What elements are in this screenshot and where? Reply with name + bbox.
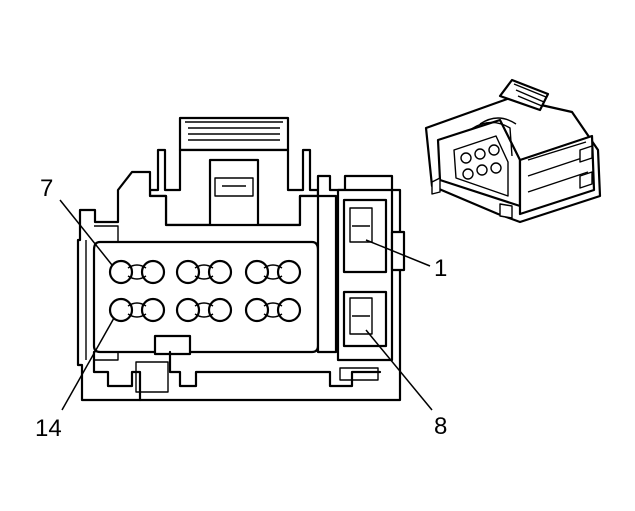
cavity xyxy=(140,259,166,285)
cavity xyxy=(276,259,302,285)
cavity xyxy=(175,259,201,285)
cavity xyxy=(108,259,134,285)
leader-lines xyxy=(59,199,433,411)
callout-pin-7: 7 xyxy=(40,175,53,202)
callout-pin-1: 1 xyxy=(434,255,447,282)
connector-face xyxy=(76,116,406,402)
cavity xyxy=(108,297,134,323)
leader-pin-8 xyxy=(365,329,433,411)
cavity xyxy=(175,297,201,323)
cavity xyxy=(207,259,233,285)
cavity xyxy=(244,259,270,285)
cavity-row-top xyxy=(108,259,302,285)
cavity xyxy=(207,297,233,323)
connector-isometric-inset xyxy=(424,78,602,224)
leader-pin-14 xyxy=(61,317,115,411)
leader-pin-1 xyxy=(365,239,431,267)
cavity-row-bottom xyxy=(108,297,302,323)
callout-pin-8: 8 xyxy=(434,413,447,440)
cavity xyxy=(244,297,270,323)
leader-pin-7 xyxy=(59,199,113,266)
callout-pin-14: 14 xyxy=(35,415,62,442)
cavity xyxy=(276,297,302,323)
cavity xyxy=(140,297,166,323)
